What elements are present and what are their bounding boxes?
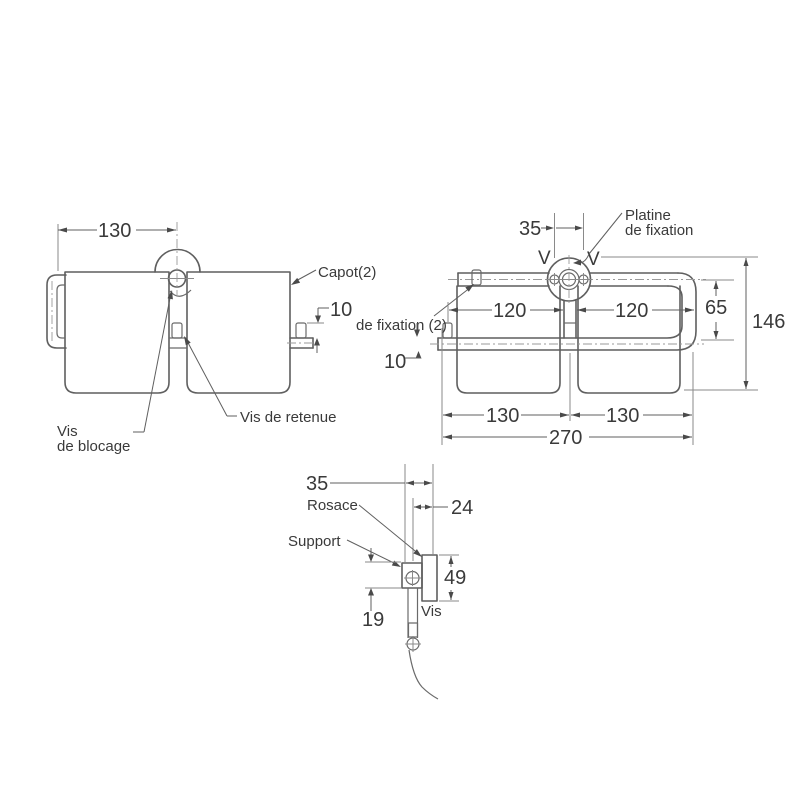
plan-dim-35-text: 35 — [519, 218, 541, 240]
vis-label: Vis — [421, 603, 442, 620]
front-view: 130 10 Capot(2) Vis de retenue — [46, 220, 376, 455]
plate-arc — [154, 248, 201, 297]
side-dim-19: 19 — [362, 548, 401, 631]
side-dim-49-text: 49 — [444, 567, 466, 589]
front-dim-130-text: 130 — [98, 220, 131, 242]
vis-label-text: Vis — [421, 603, 442, 620]
plan-dim-146-text: 146 — [752, 311, 785, 333]
side-view: 35 24 Rosace Support — [288, 464, 473, 700]
cover-right-shape — [186, 271, 291, 394]
blocking-screw — [160, 222, 194, 296]
vis-blocage-text-2: de blocage — [57, 438, 130, 455]
plan-dim-10: 10 — [384, 323, 422, 373]
plan-dim-120-right-text: 120 — [615, 300, 648, 322]
rosace-shape — [421, 554, 438, 602]
vis-blocage-text-1: Vis — [57, 423, 78, 440]
section-v-left: V — [538, 248, 551, 269]
plan-dim-270-text: 270 — [549, 427, 582, 449]
cover-left-shape — [64, 271, 170, 394]
section-marks: V V — [538, 248, 758, 270]
front-dim-10-text: 10 — [330, 299, 352, 321]
plan-dim-130-right-text: 130 — [606, 405, 639, 427]
rosace-label-text: Rosace — [307, 497, 358, 514]
support-shape — [401, 562, 423, 589]
plan-dim-120-right: 120 — [577, 300, 694, 322]
plan-dim-130-left: 130 — [441, 328, 694, 445]
side-dim-24: 24 — [414, 497, 473, 519]
support-label-text: Support — [288, 533, 341, 550]
platine-label-text-2: de fixation — [625, 222, 693, 239]
gap-bar — [169, 322, 187, 349]
bar-stub-right — [287, 322, 318, 349]
section-v-right: V — [587, 249, 600, 270]
plan-dim-120-left: 120 — [447, 300, 563, 322]
vis-fixation-text: de fixation (2) — [356, 317, 447, 334]
vis-retenue-text: Vis de retenue — [240, 409, 336, 426]
side-dim-24-text: 24 — [451, 497, 473, 519]
plan-dim-130-left-text: 130 — [486, 405, 519, 427]
capot-label: Capot(2) — [291, 264, 376, 285]
plan-dim-10-text: 10 — [384, 351, 406, 373]
holder-bar — [430, 269, 706, 351]
side-dim-19-text: 19 — [362, 609, 384, 631]
platine-label-text-1: Platine — [625, 207, 671, 224]
capot-label-text: Capot(2) — [318, 264, 376, 281]
side-dim-35: 35 — [306, 473, 432, 495]
plan-dim-65: 65 — [701, 279, 734, 341]
support-label: Support — [288, 533, 401, 567]
roll-right-shape — [577, 285, 681, 394]
plan-dim-120-left-text: 120 — [493, 300, 526, 322]
plan-dim-146: 146 — [684, 258, 785, 391]
plan-dim-130-right: 130 — [571, 405, 692, 427]
plan-dim-65-text: 65 — [705, 297, 727, 319]
vis-retenue-label: Vis de retenue — [184, 336, 336, 426]
platine-label: Platine de fixation — [573, 207, 693, 266]
rosace-label: Rosace — [307, 497, 422, 557]
vis-blocage-label: Vis de blocage — [57, 290, 173, 455]
platine-plate — [546, 255, 592, 305]
front-dim-130: 130 — [57, 220, 176, 271]
plan-view: V V 35 Platine de fixation de fixation (… — [356, 207, 785, 449]
vis-fixation-label: de fixation (2) — [356, 284, 474, 334]
centre-stem — [563, 300, 577, 339]
plan-dim-270: 270 — [443, 427, 692, 449]
bar-loop-left — [46, 274, 67, 349]
roll-left-shape — [456, 285, 561, 394]
side-dim-49: 49 — [439, 554, 466, 602]
side-dim-35-text: 35 — [306, 473, 328, 495]
plan-dim-35: 35 — [519, 213, 584, 258]
front-dim-10: 10 — [307, 299, 352, 353]
arm-shape — [405, 588, 439, 700]
